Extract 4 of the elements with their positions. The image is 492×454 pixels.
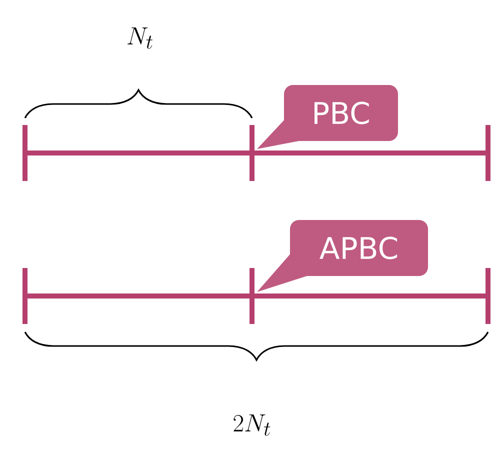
formula-label: $N_t$ <box>128 27 152 49</box>
callout-bubble: APBC <box>257 220 428 292</box>
formula-label: $2N_t$ <box>234 414 270 436</box>
callout-bubble: PBC <box>257 85 398 149</box>
